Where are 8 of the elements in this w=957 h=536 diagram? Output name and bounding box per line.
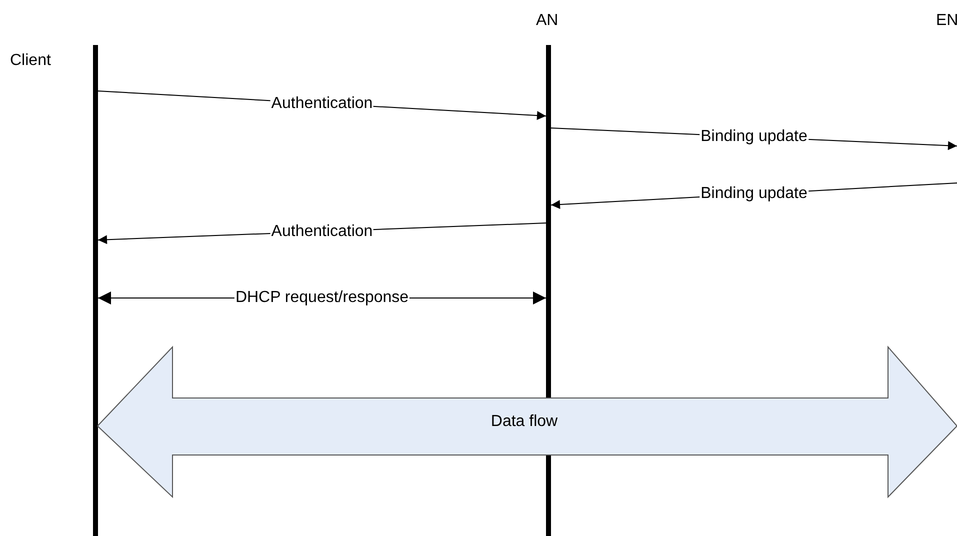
double-block-arrow (96, 346, 957, 498)
edge-label: Binding update (700, 128, 808, 146)
edge-label: Binding update (700, 185, 808, 203)
participant-label: EN (936, 12, 957, 30)
edge-label: DHCP request/response (234, 289, 410, 307)
edge-label: Data flow (490, 413, 559, 431)
participant-label: AN (536, 12, 558, 30)
participant-label: Client (10, 52, 51, 70)
